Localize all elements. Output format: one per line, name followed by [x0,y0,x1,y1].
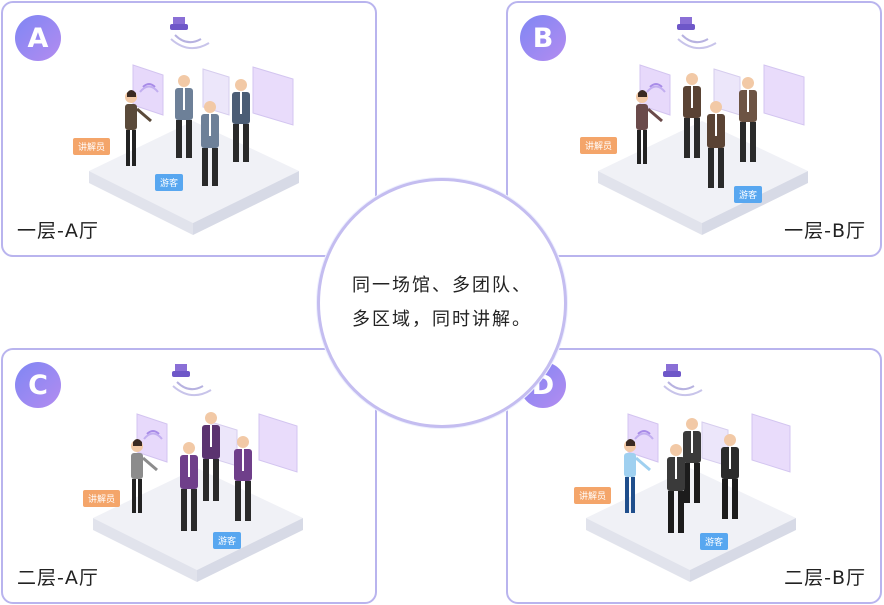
visitor-figure [175,75,193,158]
projector-icon [677,17,717,50]
guide-tag: 讲解员 [83,490,121,507]
hall-scene-d [586,364,796,582]
visitor-figure [180,442,198,531]
hall-scene-a [89,17,299,235]
guide-figure [624,439,651,513]
visitor-tag: 游客 [213,532,242,549]
display-screen [627,413,659,463]
hall-panel-a: A [1,1,377,257]
visitor-figure [201,101,219,186]
guide-figure [125,90,152,166]
guide-figure [636,90,663,164]
projector-icon [170,17,210,50]
visitor-tag: 游客 [700,533,729,550]
projector-icon [663,364,703,397]
projector-icon [172,364,212,397]
visitor-figure [234,436,252,521]
center-message-line-1: 同一场馆、多团队、 [352,275,532,296]
hall-panel-b: B [506,1,882,257]
guide-figure [131,439,158,513]
hall-panel-c: C [1,348,377,604]
guide-tag: 讲解员 [580,137,618,154]
hall-panel-d: D [506,348,882,604]
hall-badge-b: B [520,15,566,61]
hall-label: 二层-A厅 [17,567,99,589]
hall-badge-a: A [15,15,61,61]
visitor-tag: 游客 [734,186,763,203]
visitor-figure [667,444,685,533]
hall-scene-b [598,17,808,235]
hall-badge-c: C [15,362,61,408]
display-screen [132,64,164,116]
visitor-tag: 游客 [155,174,184,191]
visitor-figure [683,418,701,503]
visitor-figure [202,412,220,501]
visitor-figure [721,434,739,519]
visitor-figure [707,101,725,188]
center-message-line-2: 多区域，同时讲解。 [352,309,532,330]
display-screen [136,413,168,463]
hall-label: 一层-B厅 [784,220,866,242]
visitor-figure [739,77,757,162]
hall-label: 二层-B厅 [784,567,866,589]
guide-tag: 讲解员 [73,138,111,155]
center-message-circle: 同一场馆、多团队、 多区域，同时讲解。 [317,178,567,428]
guide-tag: 讲解员 [574,487,612,504]
hall-scene-c [93,364,303,582]
visitor-figure [232,79,250,162]
hall-label: 一层-A厅 [17,220,99,242]
visitor-figure [683,73,701,158]
